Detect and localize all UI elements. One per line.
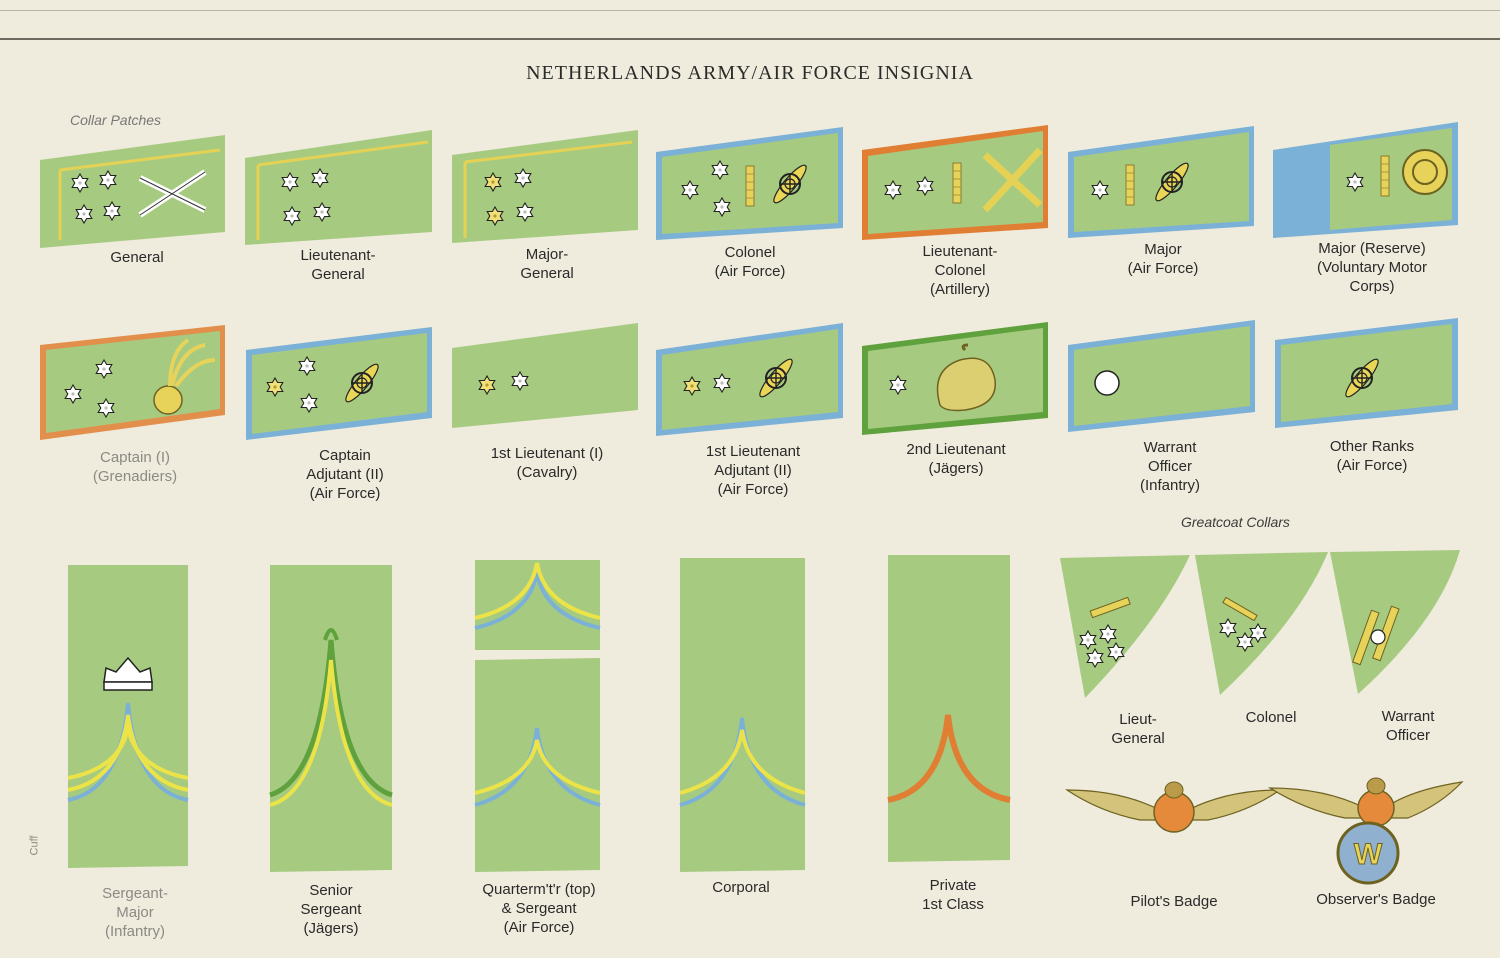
patch-other-ranks-air-force	[1275, 318, 1458, 428]
patch-major-general	[452, 130, 638, 243]
caption-lieutenant-general: Lieutenant-General	[300, 247, 376, 283]
svg-text:W: W	[1354, 838, 1383, 871]
caption-colonel-air-force: Colonel(Air Force)	[714, 244, 786, 280]
caption-sergeant-major: Sergeant-Major(Infantry)	[102, 885, 168, 940]
patch-first-lieutenant-cavalry	[452, 323, 638, 428]
page-title: NETHERLANDS ARMY/AIR FORCE INSIGNIA	[526, 62, 974, 84]
caption-other-ranks-air-force: Other Ranks(Air Force)	[1329, 438, 1415, 474]
caption-first-lieutenant-cavalry: 1st Lieutenant (I)(Cavalry)	[490, 445, 604, 481]
caption-corporal: Corporal	[712, 879, 770, 896]
patch-lieutenant-colonel-artillery	[862, 125, 1048, 240]
greatcoat-warrant-officer	[1330, 550, 1460, 694]
caption-greatcoat-colonel: Colonel	[1245, 709, 1297, 726]
patch-captain-grenadiers	[40, 325, 225, 440]
patch-first-lieutenant-adjutant	[656, 323, 843, 436]
greatcoat-colonel	[1195, 552, 1328, 695]
cuff-senior-sergeant	[269, 565, 393, 872]
header-rule	[0, 38, 1500, 40]
patch-major-reserve	[1273, 122, 1458, 238]
caption-observers-badge: Observer's Badge	[1316, 891, 1436, 908]
cuff-side-label: Cuff	[28, 835, 41, 856]
caption-major-air-force: Major(Air Force)	[1127, 241, 1199, 277]
observers-badge: W	[1267, 777, 1464, 885]
caption-general: General	[110, 249, 164, 266]
patch-warrant-officer-infantry	[1068, 320, 1255, 432]
caption-pilots-badge: Pilot's Badge	[1130, 893, 1218, 910]
caption-captain-grenadiers: Captain (I)(Grenadiers)	[92, 449, 178, 485]
patch-captain-adjutant	[246, 327, 432, 440]
caption-quartermaster-sergeant: Quarterm't'r (top)& Sergeant(Air Force)	[482, 881, 596, 936]
section-label-greatcoat-collars: Greatcoat Collars	[1181, 514, 1290, 530]
patch-colonel-air-force	[656, 127, 843, 240]
cuff-sergeant-major	[67, 565, 189, 868]
top-rule	[0, 10, 1500, 11]
greatcoat-lieut-general	[1060, 555, 1190, 698]
section-label-collar-patches: Collar Patches	[70, 112, 162, 128]
cuff-quartermaster-sergeant	[474, 560, 601, 872]
caption-second-lieutenant-jagers: 2nd Lieutenant(Jägers)	[906, 441, 1006, 477]
caption-major-general: Major-General	[520, 246, 574, 282]
pilots-badge	[1065, 781, 1282, 833]
patch-general	[40, 135, 225, 248]
patch-lieutenant-general	[245, 130, 432, 245]
caption-greatcoat-lieut-general: Lieut-General	[1111, 711, 1165, 747]
patch-second-lieutenant-jagers	[862, 322, 1048, 435]
caption-lieutenant-colonel-artillery: Lieutenant-Colonel(Artillery)	[922, 243, 998, 298]
cuff-private-first-class	[887, 555, 1011, 862]
patch-major-air-force	[1068, 126, 1254, 238]
cuff-corporal	[679, 558, 806, 872]
